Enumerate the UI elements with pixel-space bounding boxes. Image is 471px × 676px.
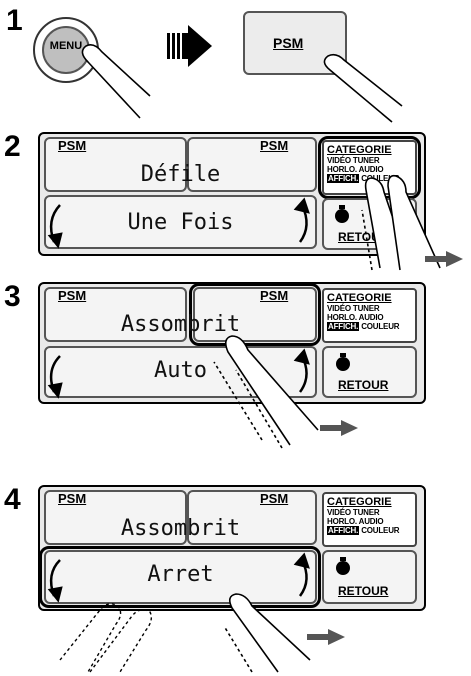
finger-pointer-icon bbox=[323, 53, 403, 123]
category-affich: AFFICH. bbox=[327, 174, 360, 183]
category-couleur: COULEUR bbox=[361, 322, 400, 331]
finger-pointer-icon bbox=[59, 603, 153, 673]
psm-tab-left: PSM bbox=[58, 491, 87, 506]
psm-tab-right: PSM bbox=[260, 491, 289, 506]
knob-icon bbox=[335, 205, 349, 223]
right-arrow-icon bbox=[167, 25, 212, 67]
psm-right-button[interactable] bbox=[193, 287, 317, 342]
category-couleur: COULEUR bbox=[361, 526, 400, 535]
psm-tab-left: PSM bbox=[58, 288, 87, 303]
psm-left-button[interactable] bbox=[44, 490, 187, 545]
right-curved-arrow-icon bbox=[293, 197, 310, 243]
left-curved-arrow-icon bbox=[47, 559, 63, 603]
category-title: CATEGORIE bbox=[327, 496, 392, 508]
psm-right-button[interactable] bbox=[187, 490, 317, 545]
mode-button[interactable] bbox=[44, 550, 317, 604]
psm-button-label: PSM bbox=[273, 35, 304, 51]
category-button[interactable]: CATEGORIE VIDÉO TUNER HORLO. AUDIO AFFIC… bbox=[322, 288, 417, 343]
mode-button[interactable] bbox=[44, 195, 317, 249]
category-line-2: HORLO. AUDIO bbox=[327, 313, 384, 322]
category-title: CATEGORIE bbox=[327, 292, 392, 304]
right-curved-arrow-icon bbox=[293, 552, 310, 597]
psm-tab-right: PSM bbox=[260, 288, 289, 303]
psm-tab-right: PSM bbox=[260, 138, 289, 153]
center-text: Assombrit bbox=[120, 312, 241, 337]
center-text: Assombrit bbox=[120, 516, 241, 541]
category-line-2: HORLO. AUDIO bbox=[327, 517, 384, 526]
step-number-1: 1 bbox=[6, 4, 23, 37]
right-arrow-icon bbox=[320, 420, 358, 436]
finger-pointer-icon bbox=[81, 44, 151, 119]
category-line-3: AFFICH. COULEUR bbox=[327, 526, 412, 535]
category-couleur: COULEUR bbox=[361, 174, 400, 183]
retour-label: RETOUR bbox=[338, 378, 389, 392]
category-line-2: HORLO. AUDIO bbox=[327, 165, 384, 174]
category-title: CATEGORIE bbox=[327, 144, 392, 156]
psm-tab-left: PSM bbox=[58, 138, 87, 153]
category-line-3: AFFICH. COULEUR bbox=[327, 322, 412, 331]
right-curved-arrow-icon bbox=[293, 348, 310, 393]
knob-icon bbox=[336, 353, 350, 371]
step-number-4: 4 bbox=[4, 483, 21, 516]
category-affich: AFFICH. bbox=[327, 526, 360, 535]
mode-text: Arret bbox=[147, 562, 214, 587]
category-button[interactable]: CATEGORIE VIDÉO TUNER HORLO. AUDIO AFFIC… bbox=[322, 492, 417, 547]
psm-left-button[interactable] bbox=[44, 137, 187, 192]
psm-right-button[interactable] bbox=[187, 137, 317, 192]
category-line-1: VIDÉO TUNER bbox=[327, 304, 380, 313]
finger-pointer-icon bbox=[223, 593, 311, 673]
mode-text: Une Fois bbox=[127, 210, 234, 235]
finger-pointer-icon bbox=[213, 335, 319, 449]
right-arrow-icon bbox=[425, 251, 463, 267]
step-number-2: 2 bbox=[4, 130, 21, 163]
menu-button-label: MENU bbox=[49, 40, 83, 52]
psm-left-button[interactable] bbox=[44, 287, 187, 342]
retour-button[interactable]: RETOUR bbox=[322, 550, 417, 604]
category-line-3: AFFICH. COULEUR bbox=[327, 174, 412, 183]
mode-highlight bbox=[39, 546, 321, 608]
mode-text: Auto bbox=[154, 358, 207, 383]
left-curved-arrow-icon bbox=[47, 204, 63, 249]
category-affich: AFFICH. bbox=[327, 322, 360, 331]
retour-button[interactable]: RETOUR bbox=[322, 346, 417, 398]
step-number-3: 3 bbox=[4, 280, 21, 313]
center-text: Défile bbox=[140, 162, 221, 187]
category-line-1: VIDÉO TUNER bbox=[327, 508, 380, 517]
category-line-1: VIDÉO TUNER bbox=[327, 156, 380, 165]
psm-right-highlight bbox=[189, 283, 321, 346]
left-curved-arrow-icon bbox=[47, 355, 63, 399]
right-arrow-icon bbox=[307, 629, 345, 645]
finger-pointer-icon bbox=[361, 174, 441, 271]
knob-icon bbox=[336, 557, 350, 575]
retour-label: RETOUR bbox=[338, 584, 389, 598]
